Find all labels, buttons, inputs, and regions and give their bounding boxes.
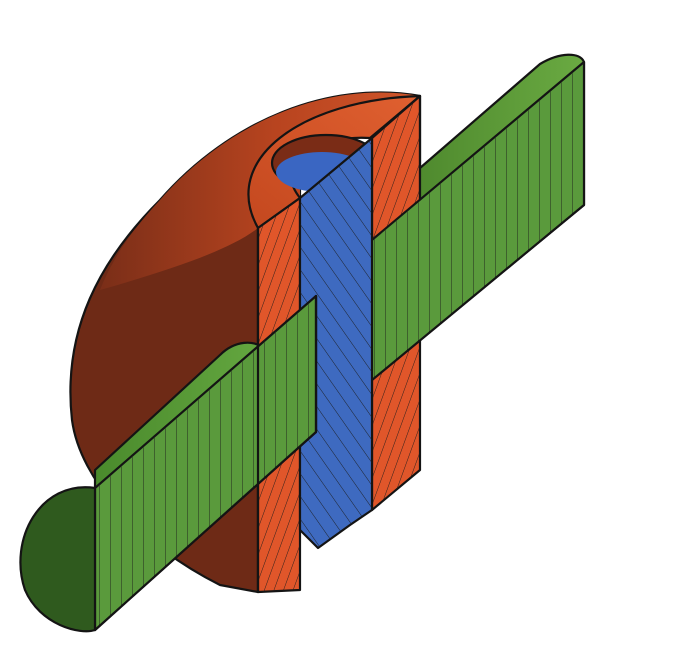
shaft-end-face — [19, 486, 97, 633]
shaft-back-segment — [358, 53, 586, 392]
pin — [298, 136, 374, 550]
